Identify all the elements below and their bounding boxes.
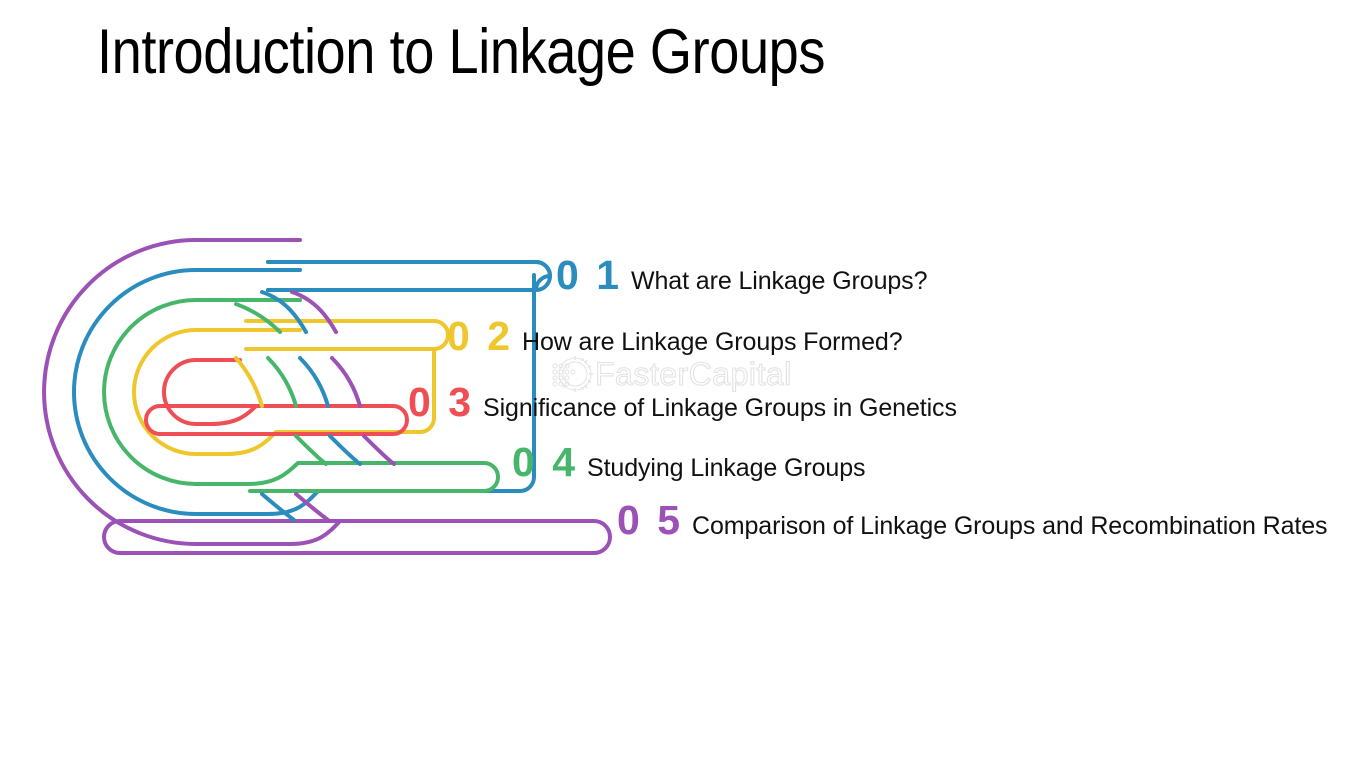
loop-red <box>158 358 409 436</box>
item-number-04: 0 4 <box>512 439 578 485</box>
list-item-04[interactable]: 0 4 Studying Linkage Groups <box>512 439 866 486</box>
item-number-03: 0 3 <box>408 379 474 425</box>
item-number-02: 0 2 <box>447 313 513 359</box>
loop-yellow-pill <box>244 319 450 351</box>
item-label-02: How are Linkage Groups Formed? <box>522 328 903 356</box>
item-label-05: Comparison of Linkage Groups and Recombi… <box>692 512 1328 540</box>
page-title: Introduction to Linkage Groups <box>97 17 826 87</box>
item-number-05: 0 5 <box>617 497 683 543</box>
loop-red-inner-arm <box>144 404 258 436</box>
item-label-03: Significance of Linkage Groups in Geneti… <box>483 394 957 422</box>
loop-blue-pill <box>266 260 552 292</box>
loop-blue-arm-top <box>266 260 552 292</box>
item-label-01: What are Linkage Groups? <box>631 267 928 295</box>
item-label-04: Studying Linkage Groups <box>587 454 866 482</box>
item-number-01: 0 1 <box>556 252 622 298</box>
loop-connectors <box>234 290 396 522</box>
list-item-03[interactable]: 0 3 Significance of Linkage Groups in Ge… <box>408 379 957 426</box>
list-item-02[interactable]: 0 2 How are Linkage Groups Formed? <box>447 313 903 360</box>
list-item-01[interactable]: 0 1 What are Linkage Groups? <box>556 252 927 299</box>
list-item-05[interactable]: 0 5 Comparison of Linkage Groups and Rec… <box>617 497 1328 544</box>
loop-yellow <box>132 328 436 456</box>
